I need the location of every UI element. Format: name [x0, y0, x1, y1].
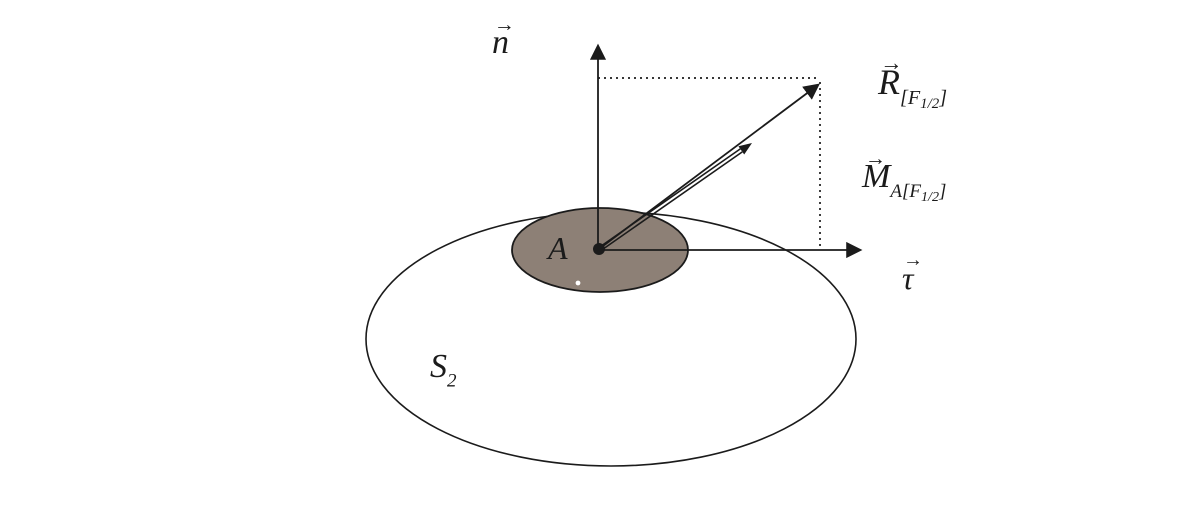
origin-point [593, 243, 605, 255]
tau-letter: →τ [902, 250, 923, 296]
normal-axis-label: →n [492, 14, 515, 61]
sub-open-bracket: [ [901, 180, 910, 202]
moment-arrow-shaft-1 [600, 151, 743, 252]
point-a-text: A [548, 230, 568, 266]
tau-axis-label: →τ [902, 250, 923, 296]
resultant-letter-text: R [878, 62, 900, 102]
sub-point-a: A [890, 180, 902, 202]
vector-arrow-glyph: → [493, 12, 515, 37]
sub-close-bracket: ] [939, 87, 948, 110]
point-a-label: A [548, 232, 568, 264]
moment-subscript: A[F1/2] [890, 180, 947, 205]
sub-fraction: 1/2 [920, 96, 940, 113]
vector-arrow-glyph: → [903, 248, 923, 271]
resultant-letter: →R [878, 51, 903, 102]
vector-arrow-glyph: → [864, 146, 886, 171]
sub-close-bracket: ] [939, 180, 947, 202]
moment-letter-text: M [862, 158, 891, 195]
tau-letter-text: τ [902, 260, 914, 296]
resultant-subscript: [F1/2] [900, 87, 948, 113]
moment-arrow-shaft-2 [598, 148, 741, 249]
surface-s2-label: S2 [430, 350, 457, 391]
normal-letter-text: n [492, 24, 509, 61]
sub-force-letter: F [907, 87, 921, 110]
moment-vector-label: →MA[F1/2] [862, 148, 947, 205]
moment-letter: →M [862, 148, 891, 195]
surface-subscript: 2 [447, 370, 457, 392]
speck-dot [575, 280, 581, 286]
surface-letter-text: S [430, 348, 447, 385]
sub-fraction: 1/2 [921, 188, 940, 205]
normal-letter: →n [492, 14, 515, 61]
sub-open-bracket: [ [900, 87, 908, 110]
sub-force-letter: F [909, 180, 922, 202]
resultant-vector-label: →R[F1/2] [878, 51, 948, 113]
vector-arrow-glyph: → [880, 49, 903, 75]
moment-arrow-head [738, 143, 752, 155]
